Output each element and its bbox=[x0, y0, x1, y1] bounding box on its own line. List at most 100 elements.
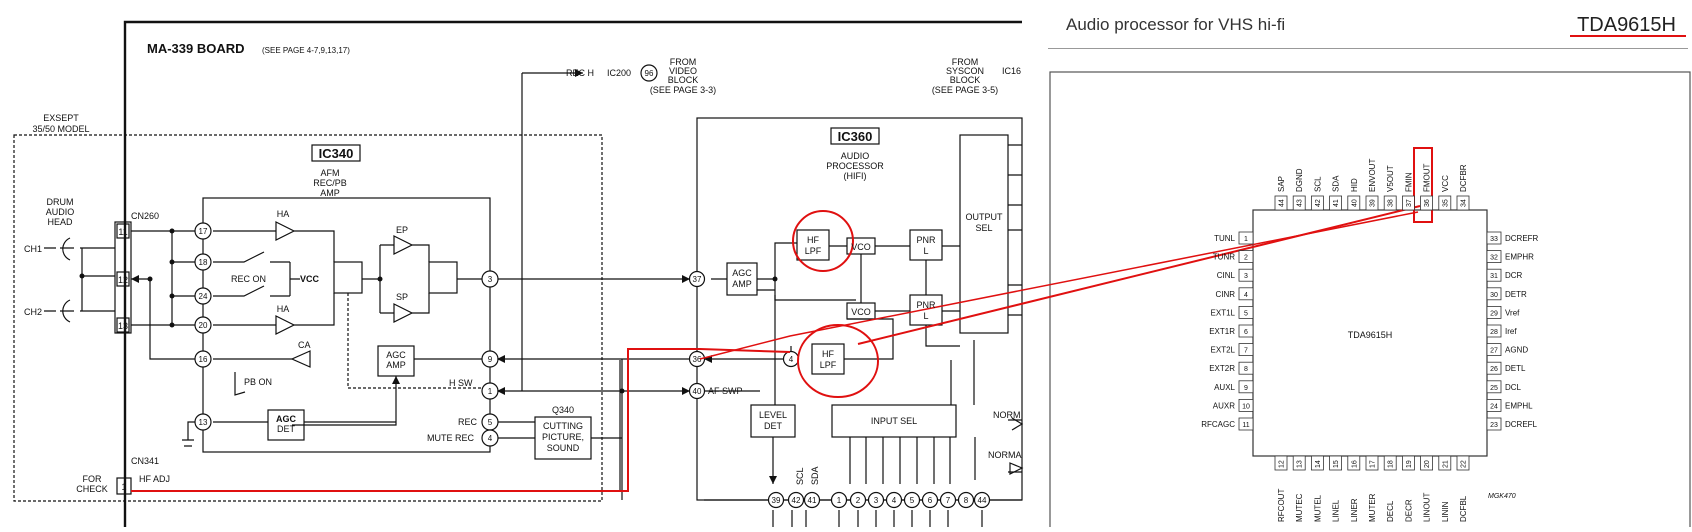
ic360-pin bbox=[787, 491, 805, 509]
board-title: MA-339 BOARD bbox=[147, 41, 245, 56]
header-rule bbox=[1048, 48, 1688, 49]
vcc-label: VCC bbox=[300, 274, 320, 284]
left-pin-name: EXT2L bbox=[1211, 346, 1236, 355]
from-video-4: (SEE PAGE 3-3) bbox=[650, 85, 716, 95]
top-pin-number: 40 bbox=[1351, 199, 1358, 207]
right-pin-number: 29 bbox=[1490, 310, 1498, 317]
for-check-2: CHECK bbox=[76, 484, 108, 494]
left-pin-box bbox=[1238, 268, 1254, 282]
right-pin-name: DCREFR bbox=[1505, 234, 1539, 243]
right-pin-number: 25 bbox=[1490, 385, 1498, 392]
left-pin-name: TUNL bbox=[1214, 234, 1235, 243]
link-line-upper bbox=[699, 211, 1419, 360]
agc-det-1: AGC bbox=[276, 414, 297, 424]
right-pin-name: Vref bbox=[1505, 308, 1520, 317]
from-syscon-3: BLOCK bbox=[950, 75, 981, 85]
left-pin-box bbox=[1238, 287, 1254, 301]
right-pin-box bbox=[1486, 324, 1502, 338]
right-pin-number: 33 bbox=[1490, 236, 1498, 243]
agc-det-block bbox=[267, 409, 305, 441]
input-sel-label: INPUT SEL bbox=[871, 416, 917, 426]
ic360-pin bbox=[885, 491, 903, 509]
bottom-pin-number: 20 bbox=[1424, 460, 1431, 468]
ic360-pin-label: 36 bbox=[693, 355, 702, 364]
bottom-pin-name: LINER bbox=[1350, 498, 1359, 522]
cutting-1: CUTTING bbox=[543, 421, 583, 431]
top-pin-number: 35 bbox=[1442, 199, 1449, 207]
left-pin-name: AUXL bbox=[1214, 383, 1235, 392]
top-pin-number: 44 bbox=[1279, 199, 1286, 207]
vco-upper-label: VCO bbox=[851, 242, 871, 252]
right-pin-box bbox=[1486, 268, 1502, 282]
ic340-pin bbox=[194, 350, 212, 368]
top-pin-number: 36 bbox=[1424, 199, 1431, 207]
right-pin-number: 23 bbox=[1490, 422, 1498, 429]
hf-lpf-lower-1: HF bbox=[822, 349, 834, 359]
left-pin-name: RFCAGC bbox=[1201, 420, 1235, 429]
for-check-1: FOR bbox=[83, 474, 102, 484]
bottom-pin-number: 15 bbox=[1333, 460, 1340, 468]
left-pin-number: 10 bbox=[1242, 403, 1250, 410]
bottom-pin-name: DECR bbox=[1404, 499, 1413, 522]
bottom-pin-number: 19 bbox=[1406, 460, 1413, 468]
top-pin-name: SAP bbox=[1277, 176, 1286, 192]
except-note-2: 35/50 MODEL bbox=[32, 124, 89, 134]
left-pin-box bbox=[1238, 417, 1254, 431]
bottom-pin-box bbox=[1329, 455, 1342, 471]
ca-label: CA bbox=[298, 340, 311, 350]
right-pin-box bbox=[1486, 417, 1502, 431]
cn341-label: CN341 bbox=[131, 456, 159, 466]
bottom-pin-name: DCFBL bbox=[1459, 495, 1468, 522]
ic360-pin-label: 1 bbox=[837, 496, 842, 505]
left-pin-number: 5 bbox=[1244, 310, 1248, 317]
ic360-pin bbox=[903, 491, 921, 509]
cn260-pin-13-label: 13 bbox=[118, 321, 128, 331]
right-pin-box bbox=[1486, 231, 1502, 245]
left-pin-number: 1 bbox=[1244, 236, 1248, 243]
left-pin-name: EXT2R bbox=[1209, 364, 1235, 373]
right-pin-number: 27 bbox=[1490, 348, 1498, 355]
rec-on-label: REC ON bbox=[231, 274, 266, 284]
left-pin-box bbox=[1238, 380, 1254, 394]
right-pin-number: 31 bbox=[1490, 273, 1498, 280]
left-pin-name: CINL bbox=[1217, 271, 1236, 280]
af-swp-label: AF SWP bbox=[708, 386, 743, 396]
bottom-pin-name: LINEL bbox=[1332, 499, 1341, 522]
pnr-upper-2: L bbox=[923, 246, 928, 256]
bottom-pin-name: DECL bbox=[1386, 500, 1395, 522]
right-pin-name: EMPHR bbox=[1505, 253, 1534, 262]
ic360-pin bbox=[867, 491, 885, 509]
ic360-pin bbox=[921, 491, 939, 509]
bottom-pin-number: 13 bbox=[1297, 460, 1304, 468]
right-pin-box bbox=[1486, 287, 1502, 301]
cn260-label: CN260 bbox=[131, 211, 159, 221]
top-pin-box bbox=[1420, 195, 1433, 211]
ic340-pin-label: 18 bbox=[199, 258, 208, 267]
cn260-pin-13 bbox=[116, 317, 130, 333]
from-video-1: FROM bbox=[670, 57, 697, 67]
ic340-pin-label: 17 bbox=[199, 227, 208, 236]
bottom-pin-name: LININ bbox=[1441, 501, 1450, 522]
cn260-connector bbox=[114, 221, 132, 334]
bottom-pin-box bbox=[1383, 455, 1397, 471]
ic340-pin-label: 9 bbox=[488, 355, 493, 364]
board-border bbox=[123, 20, 1022, 527]
right-pin-number: 30 bbox=[1490, 292, 1498, 299]
ic360-pin bbox=[830, 491, 848, 509]
sda-label: SDA bbox=[810, 466, 820, 485]
cn260-pin-12 bbox=[116, 271, 130, 287]
input-sel-block bbox=[831, 404, 957, 438]
ic340-pin-label: 16 bbox=[199, 355, 208, 364]
ic360-pin-label: 6 bbox=[928, 496, 933, 505]
ic360-label: IC360 bbox=[838, 129, 873, 144]
pb-on-label: PB ON bbox=[244, 377, 272, 387]
link-line-lower bbox=[857, 205, 1421, 345]
ic340-pin-label: 1 bbox=[488, 387, 493, 396]
right-pin-name: AGND bbox=[1505, 346, 1528, 355]
bottom-pin-name: LINOUT bbox=[1423, 493, 1432, 522]
datasheet-frame bbox=[1049, 71, 1691, 532]
left-pin-box bbox=[1238, 324, 1254, 338]
right-pin-box bbox=[1486, 343, 1502, 357]
top-pin-name: VCC bbox=[1441, 175, 1450, 192]
